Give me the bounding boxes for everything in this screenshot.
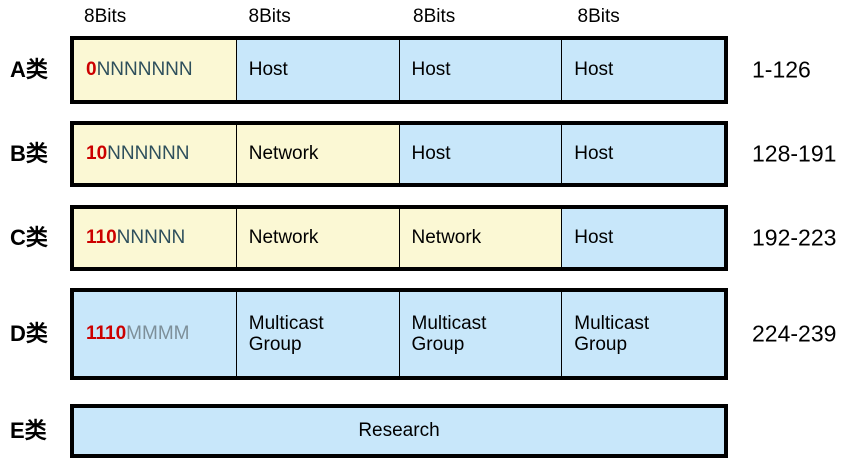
prefix-bits: 0 xyxy=(86,59,97,81)
class-label-d: D类 xyxy=(10,321,48,346)
octet-3-d: Multicast Group xyxy=(399,292,563,376)
suffix-bits: NNNNN xyxy=(116,227,186,249)
octet-4-c: Host xyxy=(562,209,724,267)
octet-text: Network xyxy=(411,227,482,249)
octet-4-d: Multicast Group xyxy=(562,292,724,376)
bits-header-cell: 8Bits xyxy=(564,0,729,32)
class-row-b: B类 10NNNNNN Network Host Host 128-191 xyxy=(0,121,864,187)
octet-4-a: Host xyxy=(562,40,724,100)
suffix-bits: NNNNNN xyxy=(107,143,190,165)
prefix-bits: 110 xyxy=(86,227,117,249)
class-label-a: A类 xyxy=(10,57,48,82)
suffix-bits: NNNNNNN xyxy=(96,59,193,81)
range-d: 224-239 xyxy=(752,320,837,347)
octet-text: Network xyxy=(248,227,319,249)
octet-prefix-d: 1110MMMM xyxy=(74,292,237,376)
address-bar-a: 0NNNNNNN Host Host Host xyxy=(70,36,728,104)
class-row-e: E类 Research xyxy=(0,404,864,458)
class-label-c: C类 xyxy=(10,225,48,250)
class-label-e: E类 xyxy=(10,418,47,443)
prefix-bits: 10 xyxy=(86,143,108,165)
octet-research-e: Research xyxy=(74,408,724,454)
octet-text: Multicast Group xyxy=(411,312,487,355)
octet-prefix-a: 0NNNNNNN xyxy=(74,40,237,100)
octet-prefix-c: 110NNNNN xyxy=(74,209,237,267)
octet-2-a: Host xyxy=(236,40,400,100)
bits-header-cell: 8Bits xyxy=(399,0,564,32)
range-b: 128-191 xyxy=(752,140,837,167)
octet-text: Host xyxy=(574,59,614,81)
range-c: 192-223 xyxy=(752,224,837,251)
octet-3-c: Network xyxy=(399,209,563,267)
octet-text: Host xyxy=(574,227,614,249)
octet-text: 0NNNNNNN xyxy=(86,59,193,80)
octet-text: Host xyxy=(411,59,451,81)
class-row-a: A类 0NNNNNNN Host Host Host 1-126 xyxy=(0,36,864,104)
address-bar-e: Research xyxy=(70,404,728,458)
octet-text: 1110MMMM xyxy=(86,323,189,344)
octet-2-d: Multicast Group xyxy=(236,292,400,376)
bits-header-cell: 8Bits xyxy=(70,0,235,32)
octet-text: Host xyxy=(248,59,288,81)
class-row-d: D类 1110MMMM Multicast Group Multicast Gr… xyxy=(0,288,864,380)
address-bar-b: 10NNNNNN Network Host Host xyxy=(70,121,728,187)
address-bar-c: 110NNNNN Network Network Host xyxy=(70,205,728,271)
octet-text: Network xyxy=(248,143,319,165)
octet-text: Research xyxy=(358,420,440,442)
octet-3-a: Host xyxy=(399,40,563,100)
octet-text: Multicast Group xyxy=(248,312,324,355)
octet-text: Multicast Group xyxy=(574,312,650,355)
octet-text: 110NNNNN xyxy=(86,227,185,248)
octet-4-b: Host xyxy=(562,125,724,183)
octet-text: Host xyxy=(411,143,451,165)
octet-2-b: Network xyxy=(236,125,400,183)
octet-text: 10NNNNNN xyxy=(86,143,189,164)
bits-label: 8Bits xyxy=(84,5,127,27)
octet-text: Host xyxy=(574,143,614,165)
range-a: 1-126 xyxy=(752,56,811,83)
bits-header-row: 8Bits 8Bits 8Bits 8Bits xyxy=(70,0,728,32)
bits-label: 8Bits xyxy=(248,5,291,27)
octet-2-c: Network xyxy=(236,209,400,267)
octet-prefix-b: 10NNNNNN xyxy=(74,125,237,183)
bits-header-cell: 8Bits xyxy=(235,0,400,32)
class-label-b: B类 xyxy=(10,141,48,166)
bits-label: 8Bits xyxy=(577,5,620,27)
prefix-bits: 1110 xyxy=(86,323,127,345)
octet-3-b: Host xyxy=(399,125,563,183)
bits-label: 8Bits xyxy=(413,5,456,27)
suffix-bits: MMMM xyxy=(126,323,190,345)
address-bar-d: 1110MMMM Multicast Group Multicast Group… xyxy=(70,288,728,380)
class-row-c: C类 110NNNNN Network Network Host 192-223 xyxy=(0,205,864,271)
